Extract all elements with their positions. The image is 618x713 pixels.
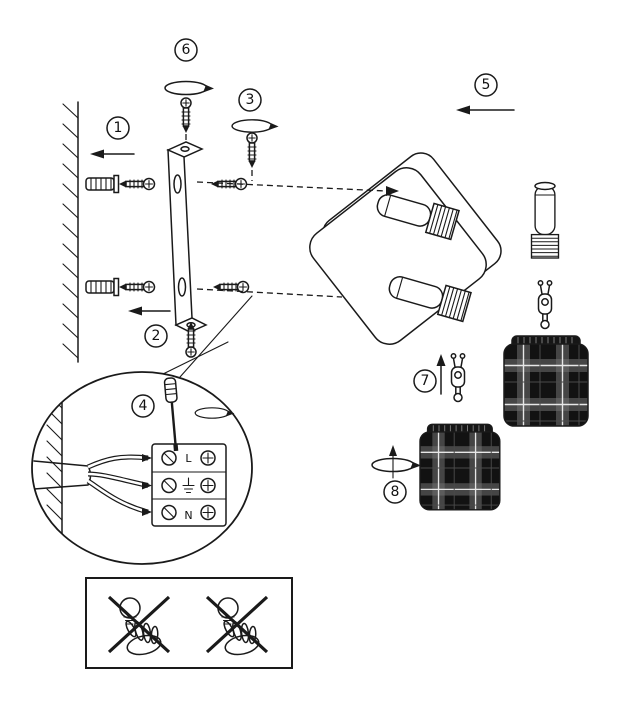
alignment-dash-lower	[196, 288, 343, 298]
terminal-neutral-label: N	[184, 509, 192, 522]
terminal-ground-icon	[182, 477, 195, 494]
svg-text:6: 6	[182, 42, 191, 58]
step-5-badge: 5	[474, 73, 498, 97]
wire-ground	[87, 471, 149, 488]
wire-arrow-icon-2	[142, 481, 152, 490]
wire-live	[86, 454, 149, 470]
fixing-screw-step3	[246, 132, 258, 169]
lamp-front-panel	[309, 167, 487, 345]
shade-clip-2	[450, 353, 466, 403]
rotate-arrow-icon-step8	[371, 457, 422, 473]
svg-text:4: 4	[139, 398, 148, 414]
screw-axis-arrow-step8	[389, 445, 397, 479]
svg-text:3: 3	[246, 92, 255, 108]
wall-anchor-lower	[85, 277, 120, 297]
step-3-badge: 3	[238, 88, 262, 112]
wire-arrow-icon-3	[142, 508, 152, 516]
step-4-badge: 4	[131, 394, 155, 418]
step-7-badge: 7	[413, 369, 437, 393]
step-1-arrow-icon	[90, 149, 135, 159]
step-7-arrow-icon	[436, 354, 446, 395]
mounting-bracket	[166, 141, 208, 333]
terminal-live-label: L	[185, 452, 192, 465]
step-5-arrow-icon	[456, 105, 515, 115]
svg-text:2: 2	[152, 328, 161, 344]
terminal-block: L N	[151, 443, 227, 527]
detail-callout-line-1	[179, 295, 253, 378]
wire-neutral	[86, 478, 149, 515]
bracket-screw-top	[180, 97, 192, 134]
shade-clip-1	[537, 280, 553, 330]
rotate-arrow-icon-step6	[164, 80, 215, 96]
step-6-badge: 6	[174, 38, 198, 62]
step-8-badge: 8	[383, 480, 407, 504]
warning-box	[85, 577, 293, 669]
svg-text:8: 8	[391, 484, 400, 500]
rotate-arrow-icon-step3	[231, 119, 280, 133]
step-2-arrow-icon	[128, 306, 171, 316]
step-1-badge: 1	[106, 116, 130, 140]
lamp-body	[309, 152, 502, 345]
lampshade-1	[504, 336, 588, 426]
screwdriver	[163, 377, 179, 452]
mounting-screw-lower-left	[118, 280, 156, 294]
detail-callout-line-2	[162, 341, 229, 375]
svg-text:5: 5	[482, 77, 491, 93]
lampshade-2	[420, 424, 500, 510]
wall-anchor-upper	[85, 174, 120, 194]
step-2-badge: 2	[144, 324, 168, 348]
wire-arrow-icon-1	[142, 454, 152, 462]
alignment-dash-upper	[196, 181, 399, 196]
svg-text:7: 7	[421, 373, 430, 389]
holder-end-cap	[534, 181, 556, 191]
mounting-screw-upper-left	[118, 177, 156, 191]
spare-lamp-holder	[530, 185, 560, 259]
svg-text:1: 1	[114, 120, 123, 136]
wall	[62, 101, 79, 363]
